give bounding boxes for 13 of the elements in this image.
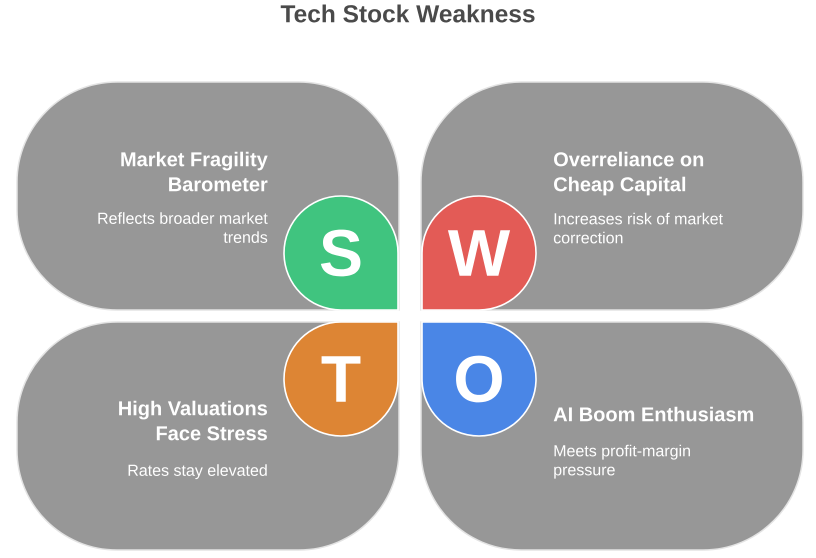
letter-badge: W [421, 195, 537, 311]
letter-badge: O [421, 321, 537, 437]
description: Increases risk of market correction [554, 212, 723, 244]
description: Meets profit-margin pressure [554, 444, 690, 479]
description: Reflects broader market trends [98, 212, 268, 243]
description: Rates stay elevated [128, 464, 267, 480]
heading: Overreliance on Cheap Capital [554, 152, 704, 196]
heading: Market Fragility Barometer [121, 152, 268, 192]
letter-badge: S [283, 195, 399, 311]
title: Tech Stock Weakness [280, 4, 535, 22]
heading: High Valuations Face Stress [119, 400, 267, 440]
heading: AI Boom Enthusiasm [554, 406, 754, 422]
letter-badge: T [283, 321, 399, 437]
